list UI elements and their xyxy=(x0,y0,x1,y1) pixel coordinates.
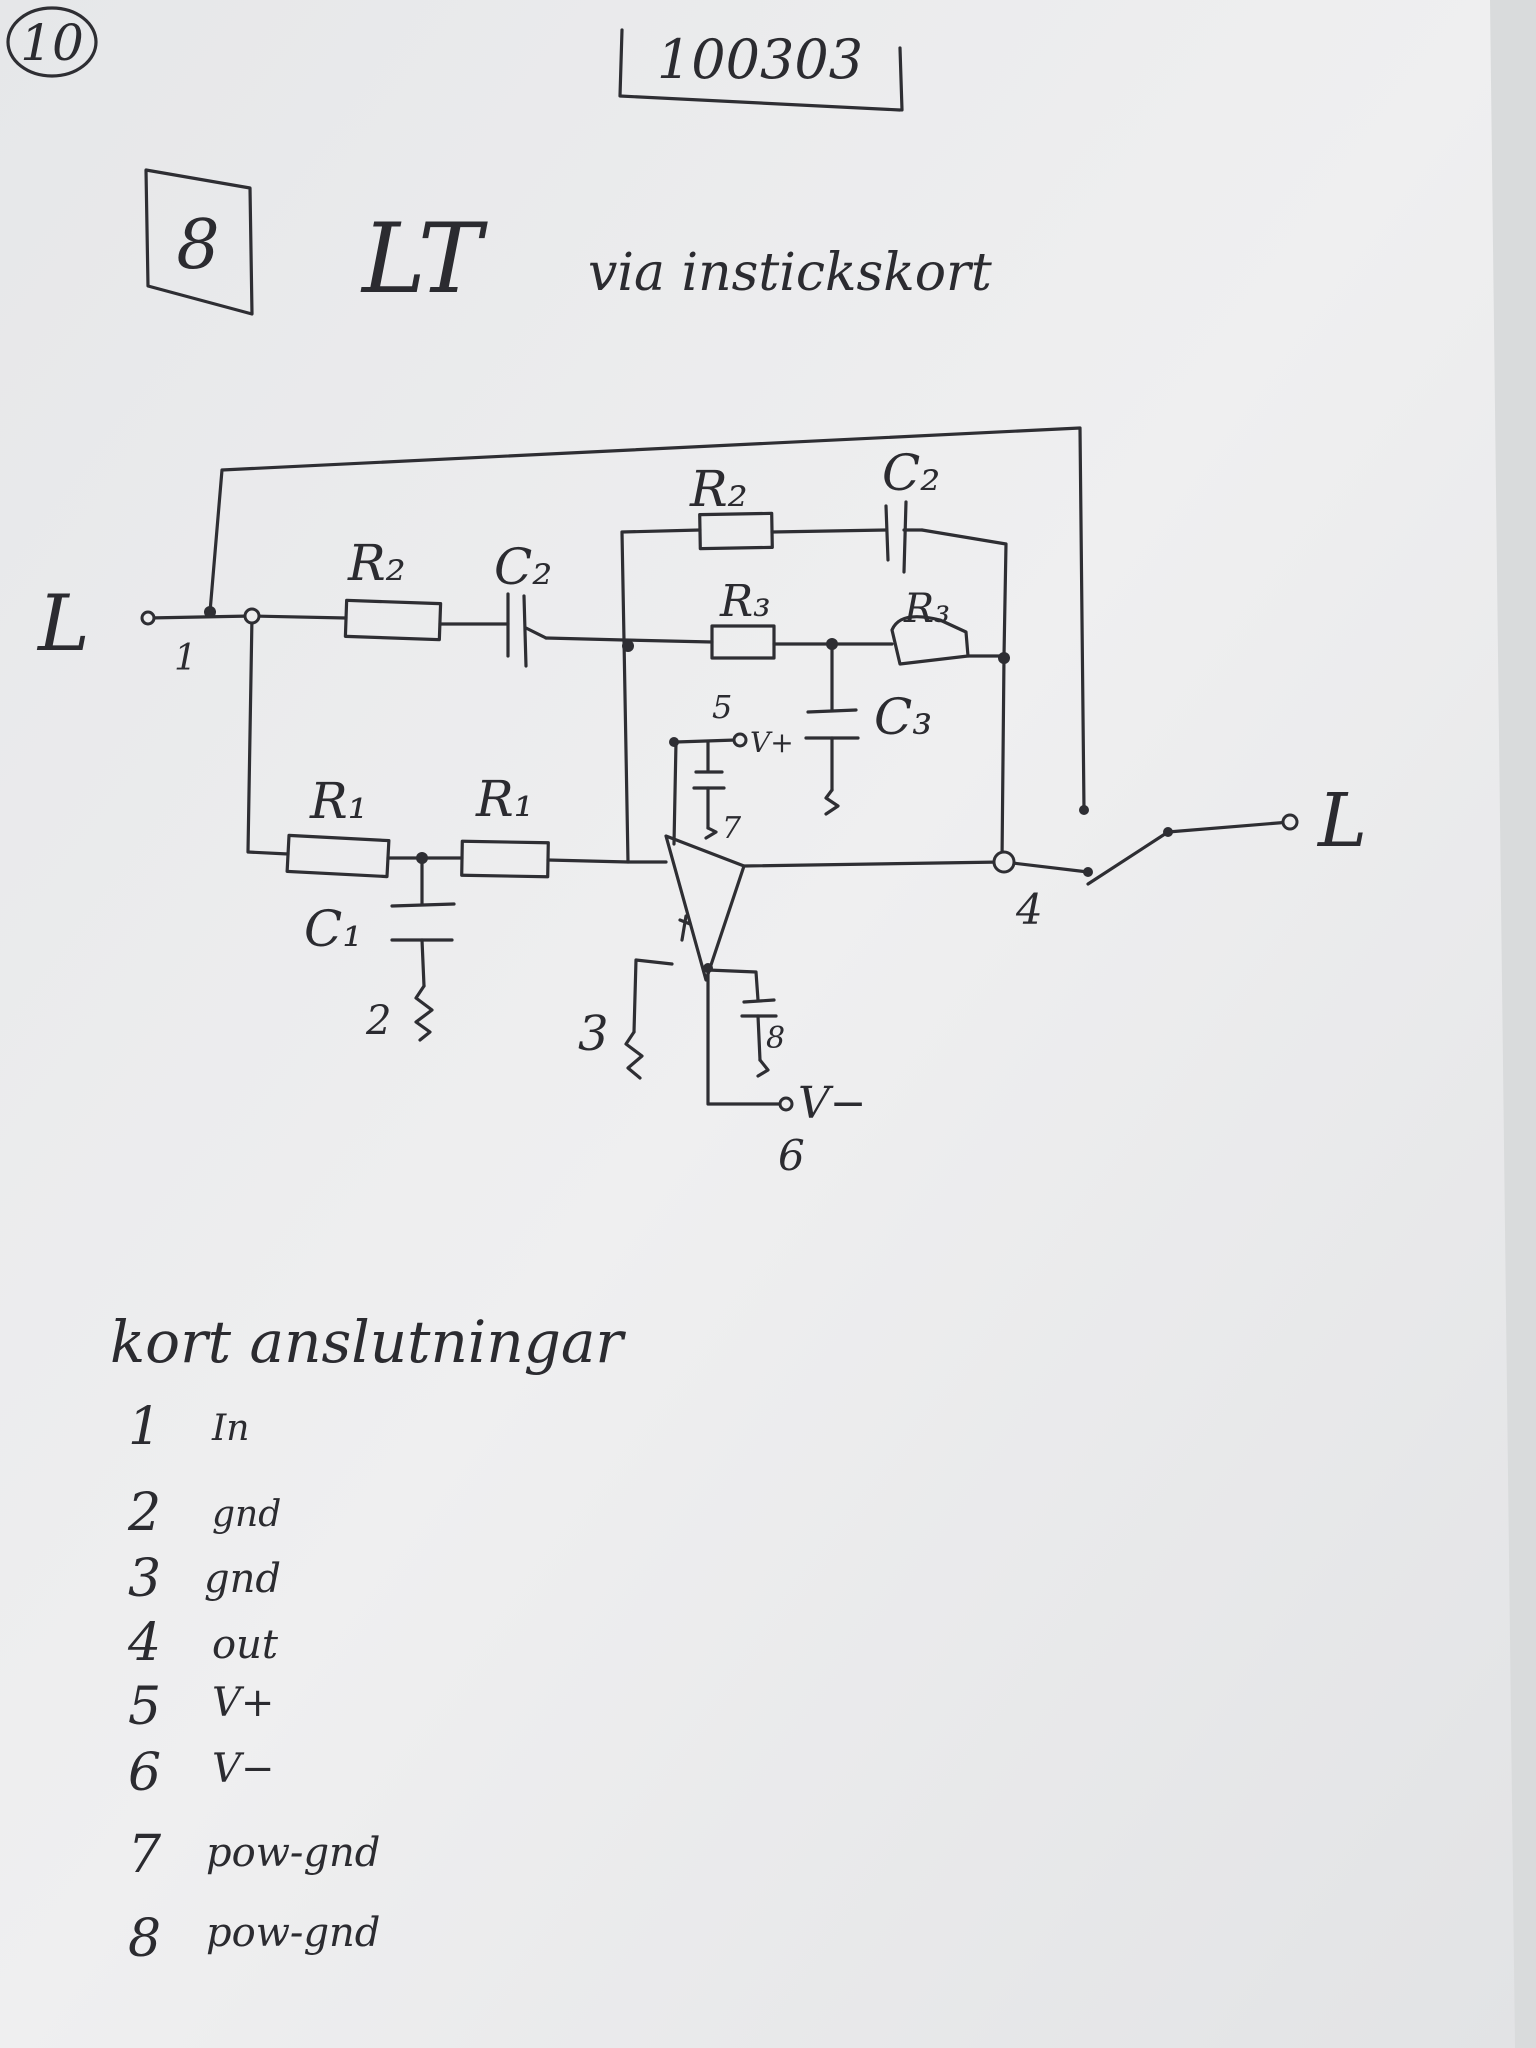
title-subtitle: via instickskort xyxy=(588,243,992,303)
connections-heading: kort anslutningar xyxy=(110,1308,626,1376)
output-label: L xyxy=(1316,778,1367,864)
svg-text:8: 8 xyxy=(176,206,219,285)
pin-label-7: 7 xyxy=(722,811,742,846)
output-terminal xyxy=(1281,813,1299,831)
connection-label: pow-gnd xyxy=(206,1910,380,1956)
document-id-box: 100303 xyxy=(618,28,904,112)
pin-label-4: 4 xyxy=(1015,885,1043,934)
connection-number: 2 xyxy=(127,1483,161,1543)
list-item: 3 gnd xyxy=(128,1549,281,1609)
connection-label: gnd xyxy=(204,1556,281,1602)
label-c3: C₃ xyxy=(874,688,932,746)
vplus-label: V+ xyxy=(750,726,794,759)
vplus-terminal xyxy=(732,732,748,748)
label-r1-left: R₁ xyxy=(309,772,368,830)
pin-label-2: 2 xyxy=(365,998,391,1044)
connection-number: 5 xyxy=(128,1677,161,1737)
label-r3-left: R₃ xyxy=(719,576,771,627)
vminus-label: V− xyxy=(798,1078,867,1129)
ground-symbols xyxy=(414,788,840,1080)
label-c2-input: C₂ xyxy=(494,538,552,596)
section-number-box: 8 xyxy=(144,168,254,316)
connection-label: out xyxy=(212,1622,279,1668)
pin-label-8: 8 xyxy=(766,1021,785,1056)
connection-label: pow-gnd xyxy=(206,1830,380,1876)
input-label: L xyxy=(36,579,90,669)
connection-number: 4 xyxy=(127,1613,161,1673)
label-r3-right: R₃ xyxy=(903,586,950,632)
label-c1: C₁ xyxy=(304,900,362,958)
connection-number: 1 xyxy=(128,1397,161,1457)
card-connections: kort anslutningar 1 In 2 gnd 3 gnd 4 out… xyxy=(110,1308,626,1969)
circuit-schematic: L L 1 2 3 4 5 6 7 8 V+ V− R₂ C₂ R₂ C₂ R₃… xyxy=(36,426,1367,1180)
list-item: 2 gnd xyxy=(127,1483,281,1543)
op-amp xyxy=(664,834,746,982)
vminus-terminal xyxy=(778,1096,794,1112)
connection-number: 8 xyxy=(128,1909,161,1969)
connection-number: 7 xyxy=(128,1825,162,1885)
connection-number: 3 xyxy=(128,1549,161,1609)
connection-label: V+ xyxy=(212,1680,274,1726)
pin-label-6: 6 xyxy=(778,1131,805,1180)
label-r1-right: R₁ xyxy=(475,770,534,828)
pin-label-1: 1 xyxy=(174,638,197,679)
list-item: 8 pow-gnd xyxy=(128,1909,380,1969)
input-terminal xyxy=(140,610,156,626)
page-number-circled: 10 xyxy=(6,6,98,78)
connection-number: 6 xyxy=(128,1743,161,1803)
label-c2-feedback: C₂ xyxy=(882,444,940,502)
list-item: 5 V+ xyxy=(128,1677,274,1737)
svg-text:10: 10 xyxy=(20,14,84,72)
list-item: 4 out xyxy=(127,1613,279,1673)
capacitors xyxy=(390,500,924,1018)
list-item: 1 In xyxy=(128,1397,249,1457)
nodes xyxy=(140,606,1299,1112)
list-item: 6 V− xyxy=(128,1743,274,1803)
connection-label: In xyxy=(211,1408,249,1449)
pin-label-3: 3 xyxy=(578,1006,609,1062)
pin-4-terminal xyxy=(992,850,1016,874)
svg-text:100303: 100303 xyxy=(657,28,863,91)
pin-label-5: 5 xyxy=(712,688,732,726)
label-r2-input: R₂ xyxy=(347,534,406,592)
connection-label: gnd xyxy=(212,1494,281,1535)
title-name: LT xyxy=(360,203,488,315)
connection-label: V− xyxy=(212,1746,274,1792)
label-r2-feedback: R₂ xyxy=(689,460,748,518)
resistors xyxy=(285,511,970,879)
pin-1-terminal xyxy=(243,607,261,625)
list-item: 7 pow-gnd xyxy=(128,1825,380,1885)
